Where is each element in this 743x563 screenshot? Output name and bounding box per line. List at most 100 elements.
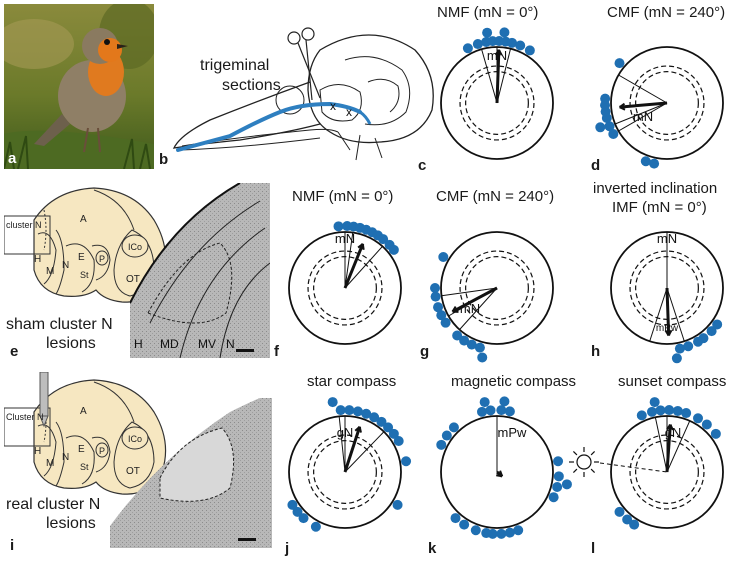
g-bird-dot-1 [466, 339, 477, 350]
sham-label-line1: sham cluster N [6, 316, 113, 333]
l-bird-dot-4 [672, 405, 683, 416]
h-bird-dot-3 [693, 336, 703, 347]
l-bird-dot-10 [622, 514, 633, 525]
g-ci-line-0 [459, 287, 498, 330]
j-bird-dot-15 [327, 397, 338, 408]
d-bird-dot-1 [604, 121, 615, 132]
j-bird-dot-11 [310, 521, 321, 532]
title-h-line2: IMF (mN = 0°) [612, 199, 707, 216]
j-bird-dot-9 [401, 456, 412, 467]
l-bird-dot-11 [614, 506, 625, 517]
region-A-real: A [80, 406, 87, 417]
c-bird-dot-6 [506, 37, 517, 48]
region-OT-real: OT [126, 466, 140, 477]
g-bird-dot-4 [440, 317, 451, 328]
k-bird-dot-7 [553, 471, 564, 482]
c-bird-dot-8 [524, 45, 535, 56]
real-label-line2: lesions [46, 515, 96, 532]
robin-photo [4, 4, 154, 169]
sun-icon [576, 454, 592, 470]
f-inner-circle-2 [307, 250, 383, 326]
f-ci-line-1 [344, 246, 383, 289]
h-mean-vector [665, 287, 671, 336]
histo-MV: MV [198, 337, 216, 351]
c-inner-circle-2 [459, 65, 535, 141]
title-l: sunset compass [618, 373, 727, 390]
title-h-line1: inverted inclination [593, 180, 718, 197]
g-bird-dot-5 [436, 310, 447, 321]
g-bird-dot-0 [474, 342, 485, 353]
l-bird-dot-12 [649, 397, 660, 408]
region-M-real: M [46, 458, 54, 469]
k-bird-dot-2 [496, 405, 507, 416]
d-ci-line-0 [614, 102, 668, 125]
f-mean-vector [343, 243, 365, 289]
d-bird-dot-8 [649, 158, 660, 169]
l-gN-label: gN [665, 425, 682, 440]
bird-skull-diagram: x x [172, 27, 434, 161]
region-P: P [99, 254, 105, 264]
f-bird-dot-0 [333, 221, 344, 232]
region-St: St [80, 270, 89, 280]
g-bird-dot-9 [438, 252, 449, 262]
g-outer-circle [440, 231, 554, 345]
d-inner-circle-2 [629, 65, 705, 141]
panel-label-c: c [418, 157, 427, 174]
l-bird-dot-2 [655, 405, 666, 416]
j-bird-dot-5 [376, 416, 387, 427]
g-bird-dot-7 [430, 291, 441, 302]
h-bird-dot-1 [706, 326, 717, 337]
h-bird-dot-0 [712, 319, 723, 330]
g-ci-line-1 [441, 287, 498, 297]
h-bird-dot-4 [683, 341, 694, 352]
cluster-n-box-label-real: Cluster N [6, 412, 44, 422]
j-bird-dot-0 [335, 405, 346, 416]
j-bird-dot-10 [392, 499, 403, 510]
region-St-real: St [80, 462, 89, 472]
j-bird-dot-1 [344, 405, 355, 416]
g-mN-label: mN [460, 301, 480, 316]
k-bird-dot-3 [504, 406, 515, 417]
g-bird-dot-8 [430, 283, 440, 293]
region-H: H [34, 254, 41, 265]
j-inner-circle-2 [307, 434, 383, 510]
region-N: N [62, 260, 69, 271]
c-ci-line-0 [481, 49, 498, 104]
sun-ray-5 [572, 450, 578, 456]
k-bird-dot-8 [552, 481, 563, 492]
f-mean-arrowhead [357, 243, 365, 250]
real-label-line1: real cluster N [6, 496, 101, 513]
d-bird-dot-5 [600, 93, 611, 104]
k-bird-dot-19 [441, 430, 452, 441]
trigeminal-label-line2: sections [222, 77, 281, 94]
k-bird-dot-12 [496, 528, 507, 539]
j-ci-line-0 [338, 416, 346, 473]
j-bird-dot-14 [287, 499, 298, 510]
d-mN-label: mN [633, 109, 653, 124]
h-bird-dot-5 [674, 343, 685, 354]
histology-real [110, 398, 272, 548]
j-bird-dot-4 [369, 412, 380, 423]
c-bird-dot-0 [462, 43, 473, 54]
l-mean-arrowhead [666, 423, 674, 431]
d-inner-circle-1 [635, 71, 699, 135]
histo-H: H [134, 337, 143, 351]
j-bird-dot-12 [298, 513, 309, 524]
panel-label-a: a [8, 150, 17, 167]
region-N-real: N [62, 452, 69, 463]
panel-label-l: l [591, 540, 596, 557]
d-reference-line [618, 102, 668, 132]
c-ci-line-1 [496, 48, 512, 104]
l-bird-dot-1 [647, 406, 658, 417]
l-mean-vector [665, 424, 672, 473]
c-bird-dot-9 [482, 27, 493, 38]
sun-ray-3 [572, 468, 578, 474]
j-bird-dot-7 [388, 428, 399, 439]
g-bird-dot-10 [477, 352, 488, 363]
cluster-n-box-label: cluster N [6, 220, 42, 230]
sunset-direction-line [599, 462, 668, 473]
d-bird-dot-6 [595, 122, 606, 133]
g-inner-circle-1 [465, 256, 529, 320]
d-bird-dot-9 [614, 58, 625, 69]
region-E: E [78, 252, 85, 263]
